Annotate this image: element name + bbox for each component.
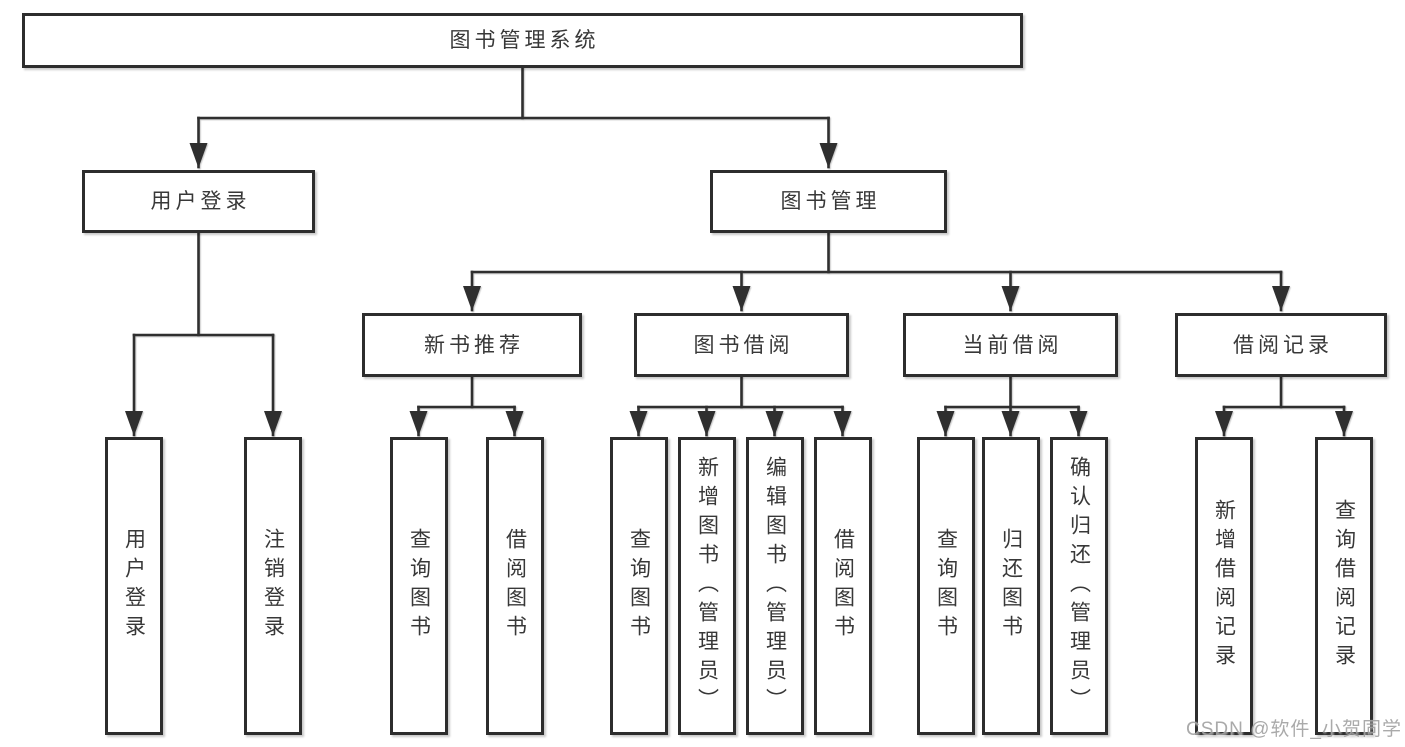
node-book-management-label: 图书管理 (780, 190, 881, 213)
leaf-records-query-borrow-record-label: 查询借阅记录 (1332, 499, 1356, 673)
leaf-current-query-book: 查询图书 (917, 437, 975, 735)
node-new-book-recommendation: 新书推荐 (362, 313, 582, 377)
leaf-borrowing-borrow-book: 借阅图书 (814, 437, 872, 735)
leaf-borrowing-edit-book-admin-label: 编辑图书（管理员） (763, 455, 787, 717)
node-user-login-label: 用户登录 (150, 190, 251, 213)
leaf-borrowing-query-book: 查询图书 (610, 437, 668, 735)
node-book-borrowing: 图书借阅 (634, 313, 849, 377)
leaf-borrowing-add-book-admin: 新增图书（管理员） (678, 437, 736, 735)
node-borrowing-records-label: 借阅记录 (1233, 333, 1333, 357)
node-library-management-system-label: 图书管理系统 (449, 29, 600, 52)
leaf-borrowing-borrow-book-label: 借阅图书 (831, 528, 855, 644)
leaf-recommend-query-book-label: 查询图书 (407, 528, 431, 644)
leaf-logout-label: 注销登录 (261, 528, 285, 644)
leaf-records-query-borrow-record: 查询借阅记录 (1315, 437, 1373, 735)
leaf-current-return-book-label: 归还图书 (999, 528, 1023, 644)
leaf-recommend-borrow-book: 借阅图书 (486, 437, 544, 735)
leaf-borrowing-query-book-label: 查询图书 (627, 528, 651, 644)
node-library-management-system: 图书管理系统 (22, 13, 1023, 68)
node-borrowing-records: 借阅记录 (1175, 313, 1387, 377)
csdn-watermark: CSDN @软件_小贺同学 (1186, 719, 1402, 740)
node-current-borrowing: 当前借阅 (903, 313, 1118, 377)
leaf-current-confirm-return-admin-label: 确认归还（管理员） (1067, 455, 1091, 717)
leaf-current-confirm-return-admin: 确认归还（管理员） (1050, 437, 1108, 735)
leaf-current-return-book: 归还图书 (982, 437, 1040, 735)
leaf-user-login-label: 用户登录 (122, 528, 146, 644)
leaf-records-add-borrow-record-label: 新增借阅记录 (1212, 499, 1236, 673)
leaf-borrowing-add-book-admin-label: 新增图书（管理员） (695, 455, 719, 717)
node-user-login: 用户登录 (82, 170, 315, 233)
leaf-records-add-borrow-record: 新增借阅记录 (1195, 437, 1253, 735)
node-book-borrowing-label: 图书借阅 (693, 333, 794, 357)
leaf-recommend-query-book: 查询图书 (390, 437, 448, 735)
node-current-borrowing-label: 当前借阅 (962, 333, 1063, 357)
leaf-current-query-book-label: 查询图书 (934, 528, 958, 644)
leaf-recommend-borrow-book-label: 借阅图书 (503, 528, 527, 644)
leaf-borrowing-edit-book-admin: 编辑图书（管理员） (746, 437, 804, 735)
node-book-management: 图书管理 (710, 170, 947, 233)
node-new-book-recommendation-label: 新书推荐 (424, 333, 524, 357)
leaf-user-login: 用户登录 (105, 437, 163, 735)
leaf-logout: 注销登录 (244, 437, 302, 735)
